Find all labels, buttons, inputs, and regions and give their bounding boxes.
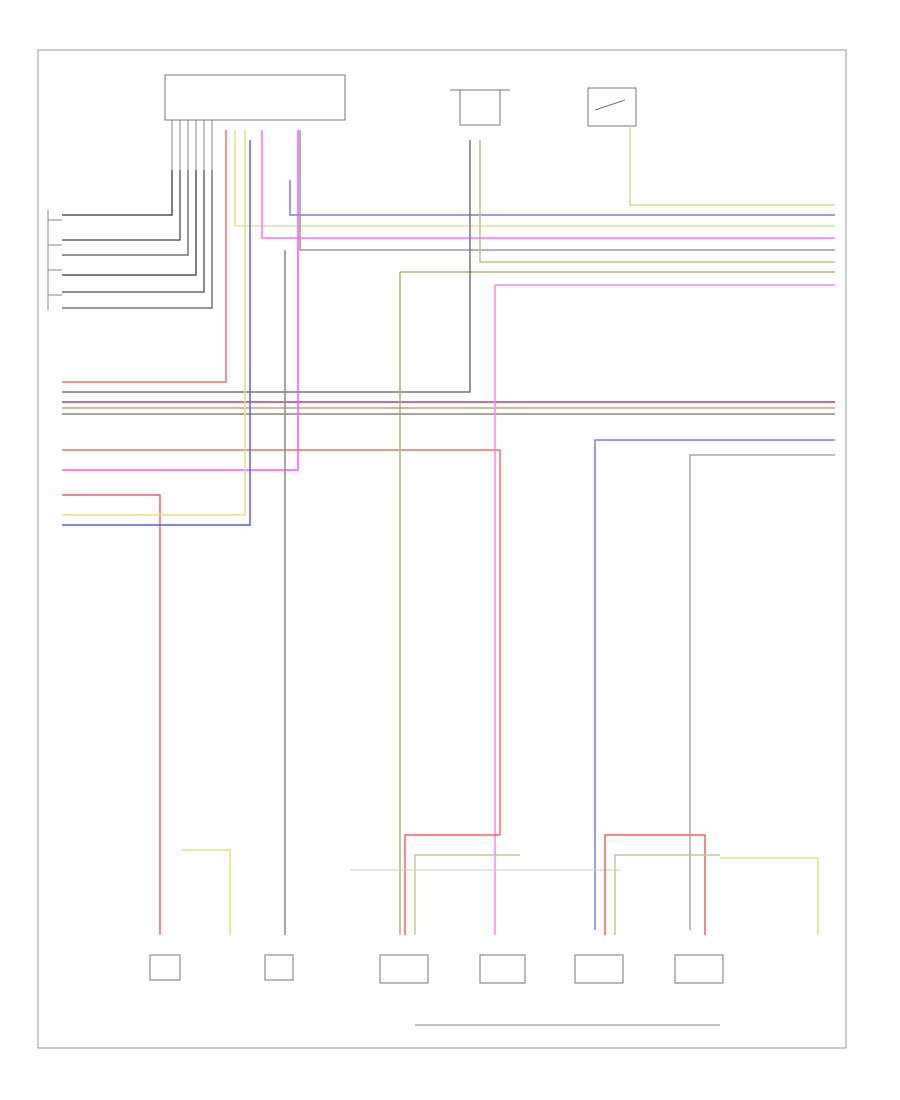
top-switch-right: [587, 87, 637, 127]
control-module-pins: [171, 120, 213, 170]
bottom-sensor-2: [479, 954, 526, 984]
bottom-sensor-4: [674, 857, 819, 984]
control-module: [164, 74, 346, 170]
bottom-switch-2: [264, 954, 294, 981]
bottom-sensor-1: [350, 834, 620, 984]
top-sensor-middle: [450, 89, 510, 126]
bottom-switch-1: [149, 849, 231, 981]
bottom-components: [149, 834, 819, 1026]
diagram-frame: [37, 49, 847, 1049]
fuel-gauge-sender: [47, 210, 62, 310]
bottom-sensor-3: [574, 834, 720, 984]
middle-harness: [62, 130, 835, 935]
control-module-box: [164, 74, 346, 121]
top-harness: [234, 126, 835, 286]
fuel-sender-wires: [62, 170, 213, 309]
vertical-trunks: [284, 250, 496, 935]
